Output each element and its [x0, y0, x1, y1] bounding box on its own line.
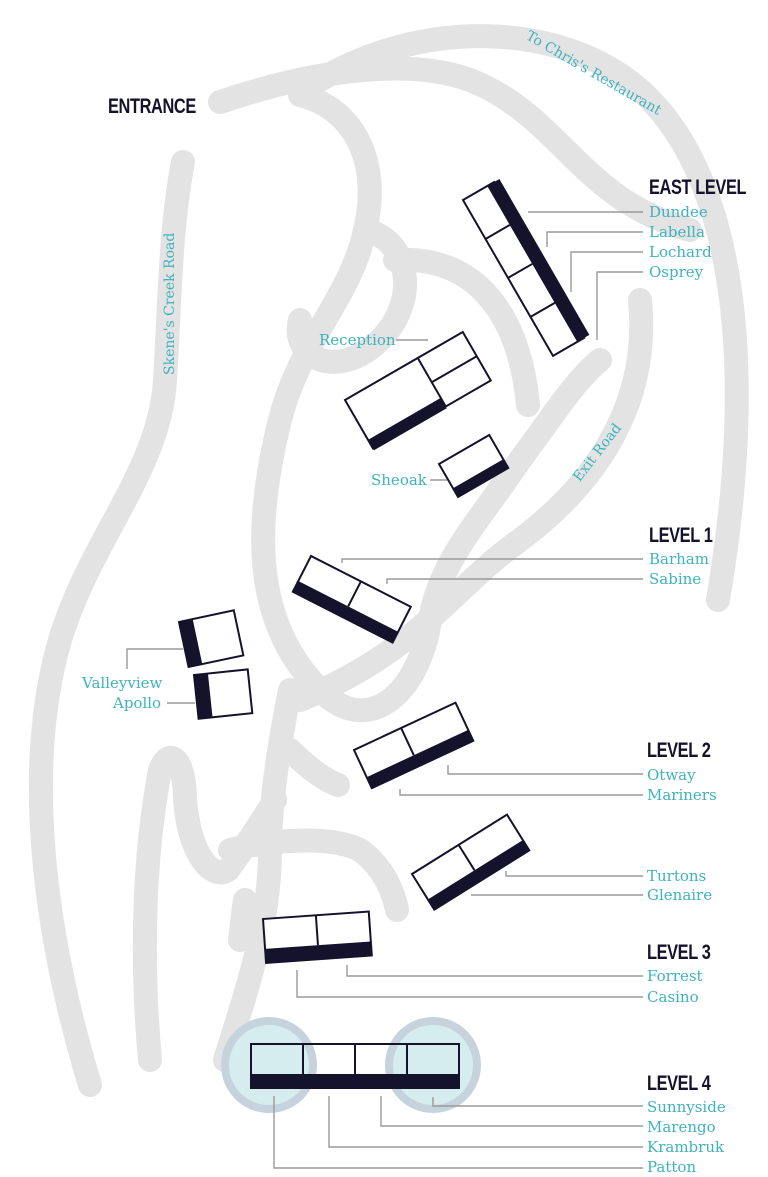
building-level3[interactable] [261, 910, 373, 964]
road-level3-spur [218, 828, 409, 922]
unit-patton[interactable]: Patton [647, 1158, 697, 1176]
building-apollo[interactable] [192, 668, 254, 720]
unit-lochard[interactable]: Lochard [649, 243, 712, 261]
road-exit [288, 288, 654, 712]
unit-sunnyside[interactable]: Sunnyside [647, 1098, 726, 1116]
road-entrance [208, 56, 702, 242]
heading-level-3: LEVEL 3 [647, 941, 711, 964]
roads [28, 24, 749, 1097]
unit-labella[interactable]: Labella [649, 223, 705, 241]
building-east-level[interactable] [461, 179, 590, 358]
unit-barham[interactable]: Barham [649, 550, 709, 568]
entrance-label: ENTRANCE [108, 95, 196, 118]
road-sw-spur [228, 888, 257, 952]
unit-forrest[interactable]: Forrest [647, 967, 703, 985]
heading-east-level: EAST LEVEL [649, 176, 747, 199]
building-wall [487, 179, 590, 342]
unit-krambruk[interactable]: Krambruk [647, 1138, 725, 1156]
road-to-restaurant [308, 24, 749, 612]
facility-reception[interactable]: Reception [319, 331, 396, 349]
facility-apollo[interactable]: Apollo [113, 694, 162, 712]
road-level2-spur [278, 738, 350, 797]
road-label-skenes-creek: Skene's Creek Road [162, 232, 178, 375]
unit-otway[interactable]: Otway [647, 766, 696, 784]
facility-sheoak[interactable]: Sheoak [371, 471, 427, 489]
heading-level-1: LEVEL 1 [649, 524, 713, 547]
building-reception[interactable] [343, 330, 493, 451]
unit-casino[interactable]: Casino [647, 988, 699, 1006]
unit-glenaire[interactable]: Glenaire [647, 886, 713, 904]
facility-valleyview[interactable]: Valleyview [82, 674, 163, 692]
unit-turtons[interactable]: Turtons [647, 867, 707, 885]
building-valleyview[interactable] [177, 609, 245, 669]
building-sheoak[interactable] [437, 433, 510, 499]
unit-osprey[interactable]: Osprey [649, 263, 704, 281]
building-level2[interactable] [352, 701, 475, 790]
building-turtons-glenaire[interactable] [410, 813, 531, 911]
road-skenes-creek [28, 150, 195, 1097]
building-level1[interactable] [291, 554, 413, 644]
unit-sabine[interactable]: Sabine [649, 570, 702, 588]
road-reception-arc [383, 247, 540, 417]
unit-dundee[interactable]: Dundee [649, 203, 708, 221]
unit-mariners[interactable]: Mariners [647, 786, 717, 804]
heading-level-2: LEVEL 2 [647, 739, 711, 762]
unit-marengo[interactable]: Marengo [647, 1118, 716, 1136]
building-level4[interactable] [250, 1043, 460, 1089]
leader-lines [126, 211, 643, 1169]
heading-level-4: LEVEL 4 [647, 1072, 711, 1095]
